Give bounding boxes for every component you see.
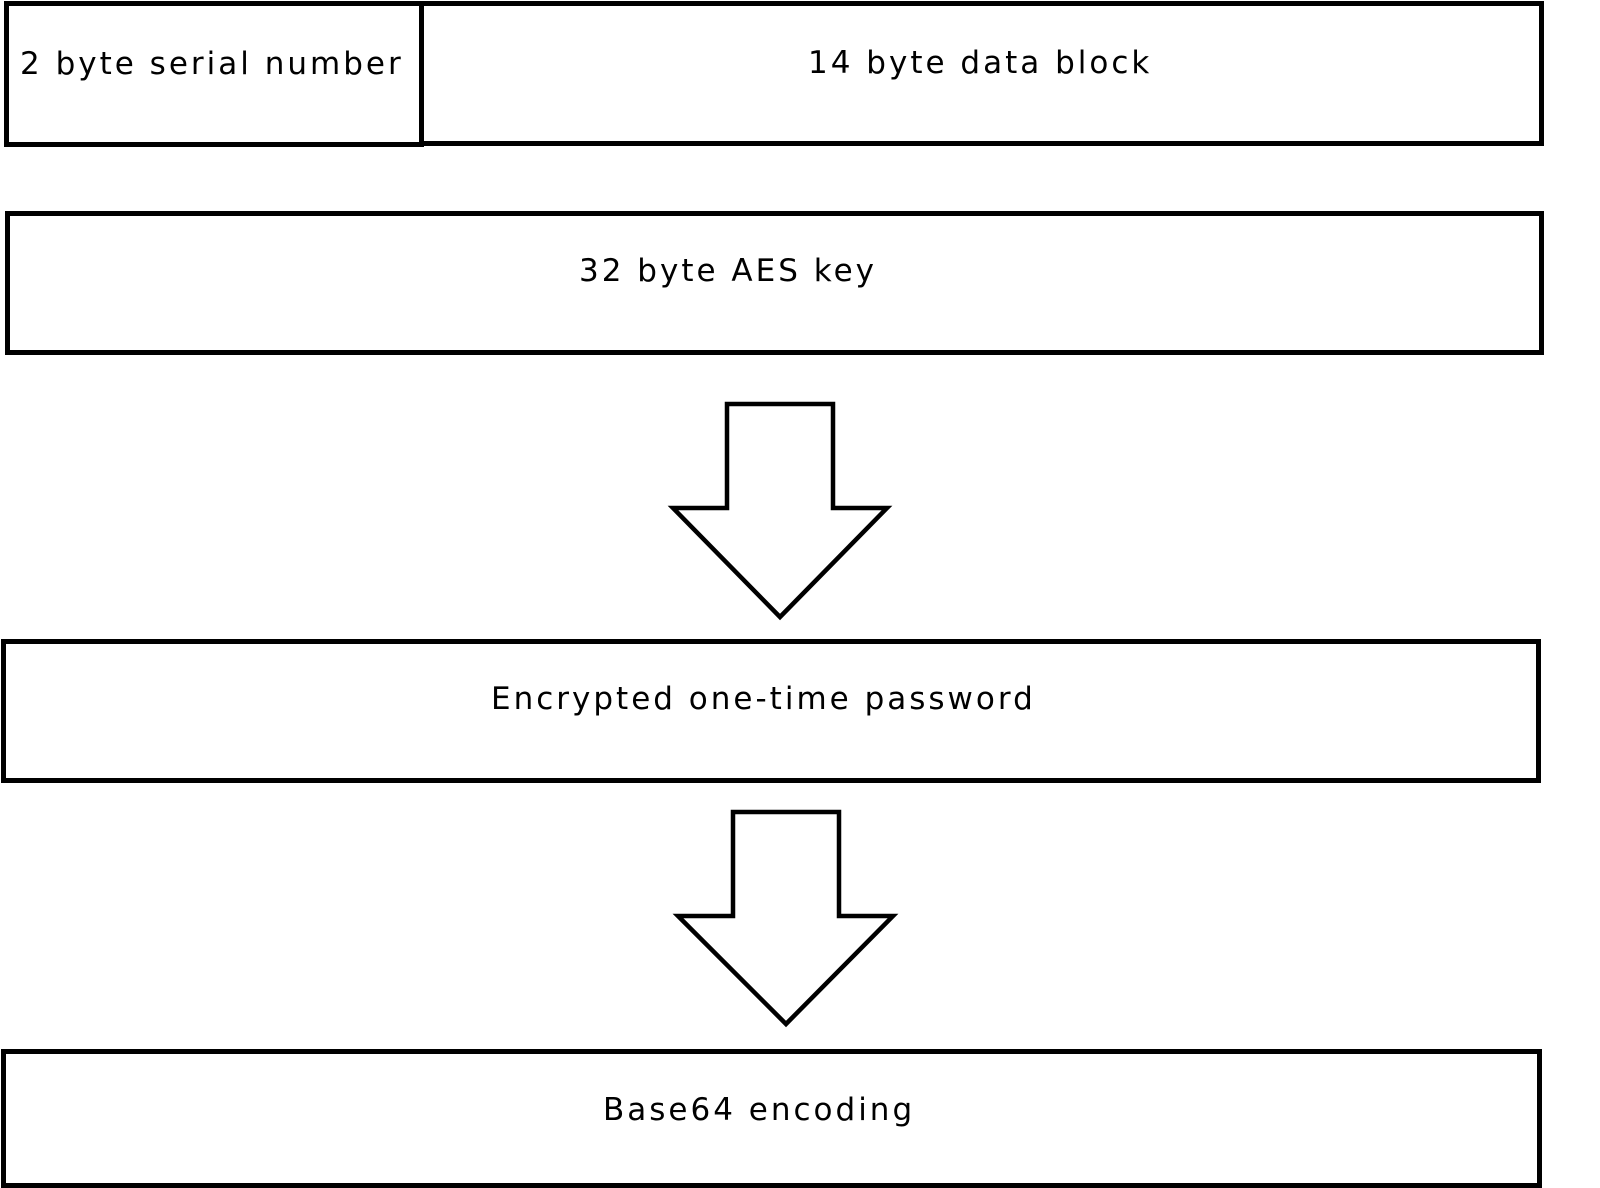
- base64-encoding-label: Base64 encoding: [603, 1092, 916, 1128]
- serial-number-box: [4, 1, 424, 147]
- aes-key-box: [5, 211, 1544, 355]
- encrypt-arrow: [667, 401, 893, 621]
- serial-number-label: 2 byte serial number: [20, 46, 404, 82]
- data-block-label: 14 byte data block: [808, 45, 1153, 81]
- base64-encoding-box: [1, 1049, 1542, 1188]
- encrypted-otp-box: [1, 639, 1541, 783]
- encrypted-otp-label: Encrypted one-time password: [491, 681, 1036, 717]
- aes-key-label: 32 byte AES key: [579, 253, 877, 289]
- data-block-box: [419, 1, 1544, 146]
- encode-arrow: [672, 809, 899, 1028]
